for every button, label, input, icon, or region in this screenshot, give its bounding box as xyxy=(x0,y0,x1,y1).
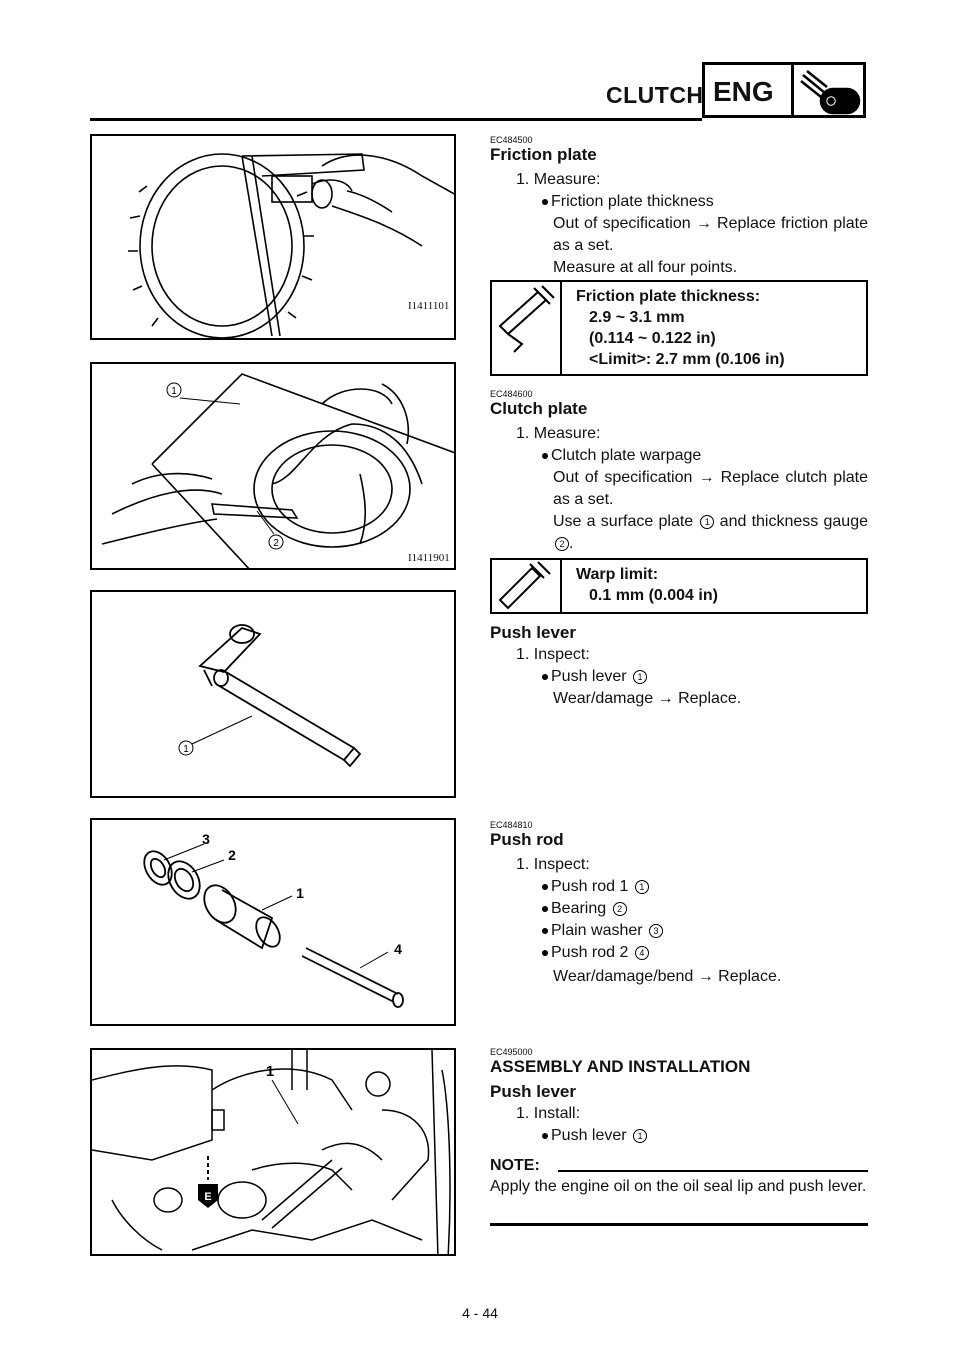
note-text: Apply the engine oil on the oil seal lip… xyxy=(490,1178,867,1195)
installation-illustration: 1 E xyxy=(92,1050,451,1254)
spec-value: (0.114 ~ 0.122 in) xyxy=(589,330,716,347)
section-heading: Push rod xyxy=(490,830,564,849)
spec-box-warp: Warp limit: 0.1 mm (0.004 in) xyxy=(490,558,868,614)
step: 1. Inspect: xyxy=(516,856,590,873)
subsection-heading: Push lever xyxy=(490,1082,576,1101)
figure-installation: 1 E xyxy=(90,1048,456,1256)
ref-number: 2 xyxy=(555,537,569,551)
note-label: NOTE: xyxy=(490,1157,540,1174)
callout-2: 2 xyxy=(228,847,236,863)
instruction: Wear/damage → Replace. xyxy=(553,690,742,707)
bullet-item: Friction plate thickness xyxy=(490,191,868,213)
callout-3: 3 xyxy=(202,831,210,847)
figure-code: I1411101 xyxy=(408,300,450,312)
section-code: EC484600 xyxy=(490,389,533,399)
spec-limit: <Limit>: 2.7 mm (0.106 in) xyxy=(589,351,785,368)
push-rod-illustration: 3 2 1 4 xyxy=(143,831,404,1008)
spec-value: 2.9 ~ 3.1 mm xyxy=(589,309,685,326)
clutch-plate-illustration: 1 2 xyxy=(101,373,454,568)
ref-number: 3 xyxy=(649,924,664,938)
instruction: Use a surface plate 1 and thickness gaug… xyxy=(553,513,869,552)
section-code: EC495000 xyxy=(490,1047,533,1057)
spec-label: Friction plate thickness: xyxy=(576,288,761,305)
spec-label: Warp limit: xyxy=(576,566,659,583)
bullet-item: Plain washer 3 xyxy=(490,920,868,942)
instruction: Out of specification → Replace clutch pl… xyxy=(553,469,868,508)
ref-number: 4 xyxy=(634,946,649,960)
engine-icon xyxy=(800,70,861,115)
section-heading: ASSEMBLY AND INSTALLATION xyxy=(490,1057,751,1076)
callout-1: 1 xyxy=(266,1063,274,1080)
assembly-section: EC495000 ASSEMBLY AND INSTALLATION Push … xyxy=(490,1047,868,1199)
bullet-item: Push lever 1 xyxy=(490,666,868,688)
note-bottom-rule xyxy=(490,1223,868,1226)
note-rule xyxy=(558,1170,868,1172)
callout-1: 1 xyxy=(171,386,177,397)
header-rule xyxy=(90,118,702,121)
section-title: CLUTCH xyxy=(606,82,704,108)
bullet-item: Push rod 1 1 xyxy=(490,876,868,898)
pushrod-section: EC484810 Push rod 1. Inspect: Push rod 1… xyxy=(490,820,868,988)
instruction: Measure at all four points. xyxy=(553,259,738,276)
figure-code: I1411901 xyxy=(408,552,450,564)
step: 1. Measure: xyxy=(516,425,601,442)
clutch-section: EC484600 Clutch plate 1. Measure: Clutch… xyxy=(490,389,868,555)
callout-1: 1 xyxy=(296,885,304,901)
friction-section: EC484500 Friction plate 1. Measure: Fric… xyxy=(490,135,868,279)
ref-number: 1 xyxy=(634,880,649,894)
callout-4: 4 xyxy=(394,941,402,957)
figure-push-rod: 3 2 1 4 xyxy=(90,818,456,1026)
instruction: Out of specification → Replace friction … xyxy=(553,215,868,254)
bullet-item: Push lever 1 xyxy=(490,1125,868,1147)
instruction: Wear/damage/bend → Replace. xyxy=(553,968,782,985)
spec-box-friction: Friction plate thickness: 2.9 ~ 3.1 mm (… xyxy=(490,280,868,376)
section-heading: Push lever xyxy=(490,623,576,642)
ref-number: 1 xyxy=(633,670,648,684)
callout-1: 1 xyxy=(183,744,189,755)
figure-push-lever: 1 xyxy=(90,590,456,798)
section-code: EC484500 xyxy=(490,135,533,145)
eng-label: ENG xyxy=(713,76,774,107)
push-lever-illustration: 1 xyxy=(178,624,362,768)
bullet-item: Bearing 2 xyxy=(490,898,868,920)
page-number: 4 - 44 xyxy=(462,1305,498,1321)
caliper-icon xyxy=(492,560,562,612)
spec-value: 0.1 mm (0.004 in) xyxy=(589,587,718,604)
figure-clutch-plate: 1 2 I1411901 xyxy=(90,362,456,570)
step: 1. Measure: xyxy=(516,171,601,188)
oil-mark: E xyxy=(204,1191,211,1203)
step: 1. Install: xyxy=(516,1105,581,1122)
bullet-item: Push rod 2 4 xyxy=(490,942,868,964)
eng-badge: ENG xyxy=(702,62,866,118)
ref-number: 1 xyxy=(633,1129,648,1143)
figure-friction-plate: I1411101 xyxy=(90,134,456,340)
callout-2: 2 xyxy=(273,538,279,549)
badge-separator xyxy=(791,65,794,115)
section-code: EC484810 xyxy=(490,820,533,830)
bullet-item: Clutch plate warpage xyxy=(490,445,868,467)
ref-number: 2 xyxy=(612,902,627,916)
friction-plate-illustration xyxy=(128,153,454,338)
section-heading: Friction plate xyxy=(490,145,597,164)
step: 1. Inspect: xyxy=(516,646,590,663)
caliper-icon xyxy=(492,282,562,374)
pushlever-section: Push lever 1. Inspect: Push lever 1 Wear… xyxy=(490,622,868,710)
ref-number: 1 xyxy=(700,515,715,529)
section-heading: Clutch plate xyxy=(490,399,588,418)
